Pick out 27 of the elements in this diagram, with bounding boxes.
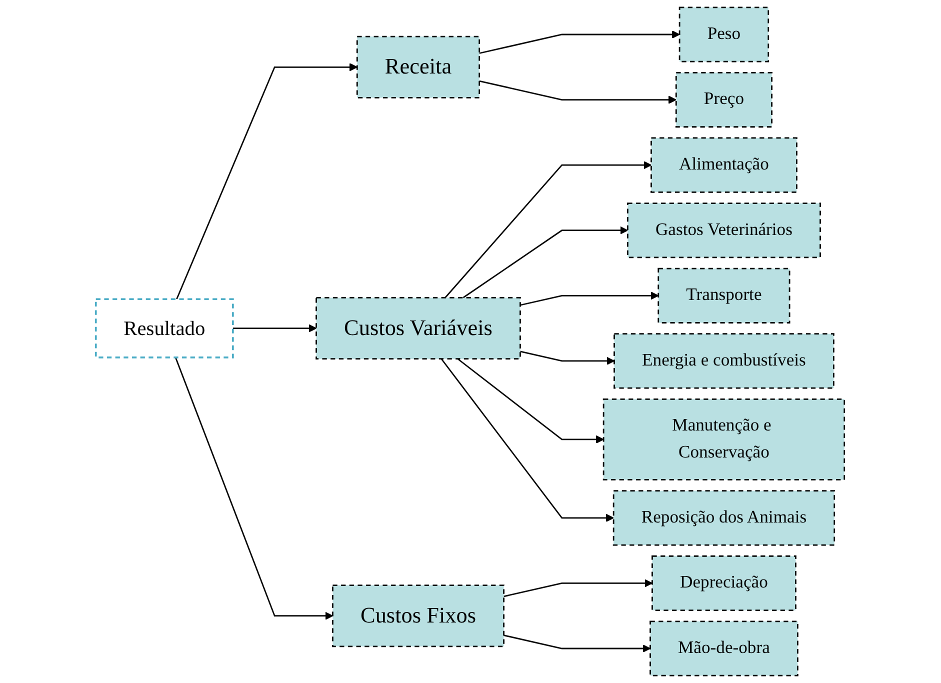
node-box: Peso <box>679 6 770 62</box>
arrow <box>480 80 677 104</box>
node-box: Energia e combustíveis <box>614 333 835 389</box>
node-box: Reposição dos Animais <box>613 490 836 546</box>
arrow <box>463 226 628 298</box>
arrow <box>504 579 653 598</box>
node-box: Custos Fixos <box>332 584 505 648</box>
node-box: Transporte <box>658 268 791 324</box>
arrow <box>233 324 318 332</box>
arrow <box>176 63 358 300</box>
node-box: Resultado <box>95 298 234 358</box>
node-box: Alimentação <box>650 137 798 193</box>
arrow <box>520 350 615 366</box>
arrow <box>445 161 652 298</box>
arrow <box>504 634 651 653</box>
node-box: Preço <box>676 72 773 128</box>
node-box: Manutenção e Conservação <box>603 398 846 480</box>
node-box: Mão-de-obra <box>650 620 799 676</box>
node-box: Receita <box>356 36 480 98</box>
arrow <box>175 357 334 620</box>
arrow <box>480 30 680 54</box>
arrow <box>441 358 614 522</box>
arrow <box>520 292 660 306</box>
node-box: Depreciação <box>652 555 797 611</box>
node-box: Custos Variáveis <box>316 297 522 360</box>
arrow <box>458 358 604 444</box>
node-box: Gastos Veterinários <box>627 202 822 258</box>
